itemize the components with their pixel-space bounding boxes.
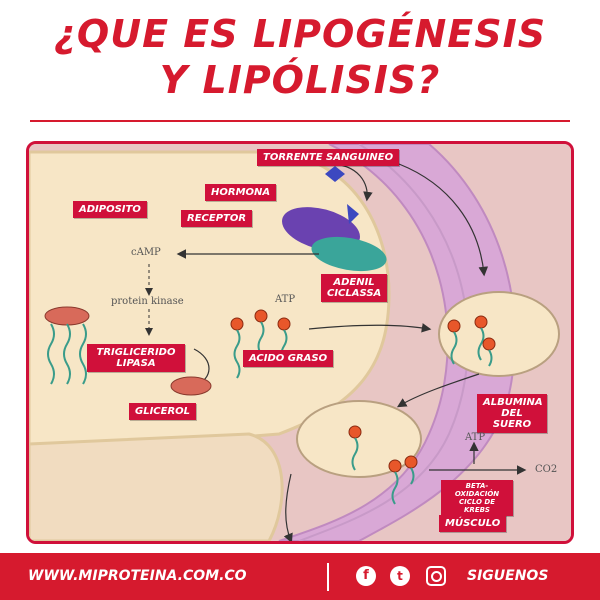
label-adiposito: ADIPOSITO (73, 201, 147, 218)
label-glicerol: GLICEROL (129, 403, 197, 420)
lipolysis-diagram: TORRENTE SANGUINEO HORMONA ADIPOSITO REC… (26, 141, 574, 544)
triglyceride-tail-3 (79, 323, 87, 385)
triglyceride-head (44, 306, 90, 326)
text-protein-kinase: protein kinase (111, 296, 184, 307)
bound-hormone (347, 204, 359, 224)
label-albumina-del-suero: ALBUMINA DEL SUERO (477, 394, 547, 433)
blood-flow-arrow-2 (283, 473, 293, 541)
follow-text[interactable]: SIGUENOS (467, 568, 549, 584)
label-acido-graso: ACIDO GRASO (243, 350, 334, 367)
instagram-icon[interactable] (426, 566, 446, 586)
blood-flow-arrow-1 (398, 163, 489, 277)
adenyl-cyclase-shape (311, 236, 387, 272)
label-adenil-ciclassa: ADENIL CICLASSA (321, 274, 387, 302)
footer-bar: WWW.MIPROTEINA.COM.CO f t SIGUENOS (0, 553, 600, 600)
label-hormona: HORMONA (205, 184, 277, 201)
triglyceride-tail-1 (47, 323, 55, 385)
glycerol-molecule (170, 376, 212, 396)
title-divider (30, 120, 570, 122)
diagram-illustration (29, 144, 571, 541)
twitter-icon[interactable]: t (390, 566, 410, 586)
label-trigliceridos-lipasa: TRIGLICERIDO LIPASA (87, 344, 185, 372)
text-atp-cell: ATP (275, 294, 296, 305)
label-receptor: RECEPTOR (181, 210, 253, 227)
label-torrente-sanguineo: TORRENTE SANGUINEO (257, 149, 400, 166)
facebook-icon[interactable]: f (356, 566, 376, 586)
label-beta-oxidacion: BETA-OXIDACIÓN CICLO DE KREBS (441, 480, 513, 516)
fatty-acid-arrow (308, 323, 432, 333)
website-link[interactable]: WWW.MIPROTEINA.COM.CO (28, 568, 247, 584)
albumin-arrow (396, 373, 480, 408)
text-camp: cAMP (131, 247, 161, 258)
fatty-acids-muscle (348, 425, 418, 505)
text-atp-muscle: ATP (465, 432, 486, 443)
hormone-molecule (325, 166, 345, 182)
title-line-2: Y LIPÓLISIS? (159, 58, 441, 102)
label-musculo: MÚSCULO (439, 515, 507, 532)
blood-vesicle (438, 291, 560, 377)
text-co2: CO2 (535, 464, 558, 475)
muscle-vesicle (296, 400, 422, 478)
fatty-acids-vesicle (447, 315, 496, 367)
title-line-1: ¿QUE ES LIPOGÉNESIS (53, 12, 547, 56)
lower-cell (29, 432, 284, 541)
vessel-inner-line (298, 144, 469, 541)
footer-divider (327, 563, 329, 591)
triglyceride-tail-2 (63, 323, 71, 385)
